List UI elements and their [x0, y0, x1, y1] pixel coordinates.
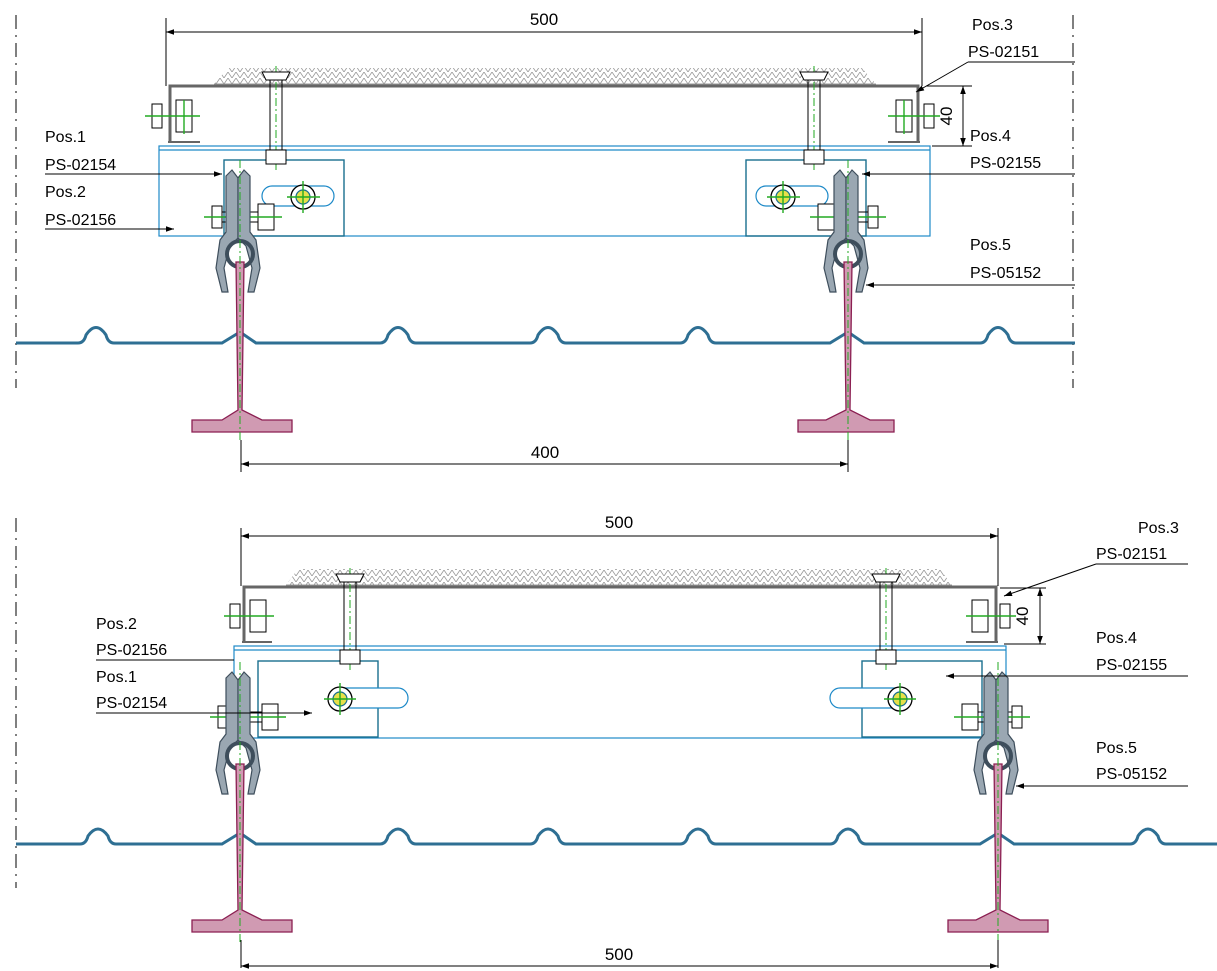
vertical-bolt-left: [335, 568, 365, 670]
roof-sheet-profile: [16, 827, 1217, 846]
dimension-bottom: 500: [240, 940, 999, 969]
svg-text:Pos.3: Pos.3: [1138, 520, 1179, 537]
dimension-top-value: 500: [530, 10, 558, 29]
seam-post-right: [947, 662, 1049, 942]
dimension-top: 500: [165, 10, 923, 86]
dimension-top-value: 500: [605, 513, 633, 532]
washer-icon: [324, 683, 356, 715]
label-pos3: Pos.3 PS-02151: [915, 17, 1075, 93]
roof-sheet-profile: [16, 326, 1075, 345]
dimension-height: 40: [1000, 587, 1046, 645]
dimension-bottom-value: 400: [531, 443, 559, 462]
bracket-ps-02156: [158, 145, 931, 237]
rail-bolt-left: [224, 599, 274, 633]
svg-text:Pos.4: Pos.4: [970, 128, 1011, 145]
grating: [286, 569, 952, 586]
svg-text:PS-02154: PS-02154: [45, 157, 116, 174]
svg-text:PS-02156: PS-02156: [96, 642, 167, 659]
rail-frame: [168, 84, 920, 142]
dimension-height-value: 40: [1013, 607, 1032, 626]
view-top: 500 40: [15, 10, 1075, 472]
label-pos4: Pos.4 PS-02155: [862, 128, 1075, 177]
svg-text:Pos.2: Pos.2: [96, 616, 137, 633]
label-pos5: Pos.5 PS-05152: [866, 237, 1075, 288]
label-pos3: Pos.3 PS-02151: [1003, 520, 1188, 597]
svg-text:PS-02155: PS-02155: [970, 155, 1041, 172]
label-pos5: Pos.5 PS-05152: [1016, 740, 1188, 789]
svg-text:PS-02156: PS-02156: [45, 212, 116, 229]
washer-icon: [767, 181, 800, 213]
view-bottom: 500 40: [15, 513, 1217, 969]
svg-text:Pos.1: Pos.1: [96, 669, 137, 686]
svg-text:Pos.1: Pos.1: [45, 129, 86, 146]
svg-text:Pos.5: Pos.5: [970, 237, 1011, 254]
svg-text:PS-02151: PS-02151: [1096, 546, 1167, 563]
seam-post-right: [797, 160, 895, 442]
svg-text:PS-02154: PS-02154: [96, 695, 167, 712]
dimension-bottom: 400: [240, 440, 849, 472]
dimension-top: 500: [240, 513, 999, 586]
svg-text:PS-05152: PS-05152: [970, 265, 1041, 282]
label-pos2: Pos.2 PS-02156: [45, 184, 174, 232]
svg-text:Pos.2: Pos.2: [45, 184, 86, 201]
label-pos2: Pos.2 PS-02156: [96, 616, 234, 661]
dimension-bottom-value: 500: [605, 945, 633, 964]
svg-text:PS-02151: PS-02151: [968, 44, 1039, 61]
seam-clamp-right: [823, 169, 869, 293]
washer-icon: [287, 181, 320, 213]
rail-frame: [242, 585, 998, 642]
vertical-bolt-right: [871, 568, 901, 670]
seam-post-left: [191, 160, 293, 442]
dimension-height-value: 40: [937, 107, 956, 126]
washer-icon: [884, 683, 916, 715]
svg-text:PS-02155: PS-02155: [1096, 657, 1167, 674]
rail-bolt-left: [145, 99, 200, 134]
rail-bolt-right: [966, 599, 1016, 633]
vertical-bolt-right: [799, 66, 829, 170]
rail-bolt-right: [888, 99, 940, 134]
seam-clamp-left: [215, 169, 261, 293]
vertical-bolt-left: [261, 66, 291, 170]
svg-text:Pos.3: Pos.3: [972, 17, 1013, 34]
label-pos1: Pos.1 PS-02154: [45, 129, 222, 177]
svg-text:PS-05152: PS-05152: [1096, 766, 1167, 783]
label-pos4: Pos.4 PS-02155: [946, 630, 1188, 679]
svg-text:Pos.5: Pos.5: [1096, 740, 1137, 757]
dimension-height: 40: [926, 85, 972, 147]
seam-post-left: [191, 662, 293, 942]
label-pos1: Pos.1 PS-02154: [96, 669, 312, 716]
grating: [214, 68, 876, 85]
svg-text:Pos.4: Pos.4: [1096, 630, 1137, 647]
